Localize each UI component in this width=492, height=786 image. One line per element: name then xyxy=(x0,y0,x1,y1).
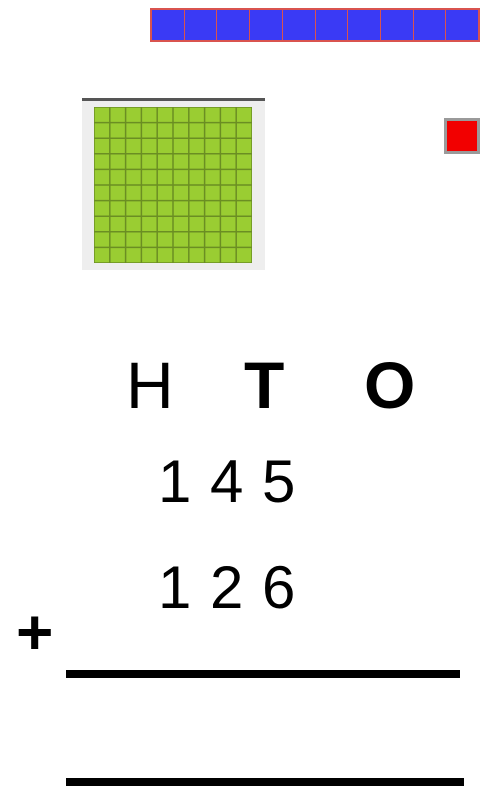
first-addend-tens-digit: 4 xyxy=(210,452,262,512)
tens-rod-unit xyxy=(316,10,348,40)
ones-header: O xyxy=(364,352,415,418)
hundreds-header: H xyxy=(126,352,174,418)
second-addend-ones-digit: 6 xyxy=(262,558,314,618)
tens-rod-unit xyxy=(152,10,184,40)
second-addend-hundreds-digit: 1 xyxy=(158,558,210,618)
second-addend-tens-digit: 2 xyxy=(210,558,262,618)
tens-rod-unit xyxy=(250,10,282,40)
tens-rod-unit xyxy=(217,10,249,40)
first-addend-hundreds-digit: 1 xyxy=(158,452,210,512)
tens-rod-unit xyxy=(414,10,446,40)
ones-unit-block xyxy=(444,118,480,154)
answer-line xyxy=(66,778,464,786)
tens-rod-unit xyxy=(381,10,413,40)
hundred-grid xyxy=(94,107,252,263)
hundred-flat-block xyxy=(82,98,265,270)
plus-operator: + xyxy=(16,600,53,664)
tens-rod-block xyxy=(150,8,480,42)
tens-rod-unit xyxy=(185,10,217,40)
first-addend-ones-digit: 5 xyxy=(262,452,314,512)
tens-rod-unit xyxy=(446,10,478,40)
tens-header: T xyxy=(244,352,284,418)
sum-line xyxy=(66,670,460,678)
tens-rod-unit xyxy=(283,10,315,40)
tens-rod-unit xyxy=(348,10,380,40)
